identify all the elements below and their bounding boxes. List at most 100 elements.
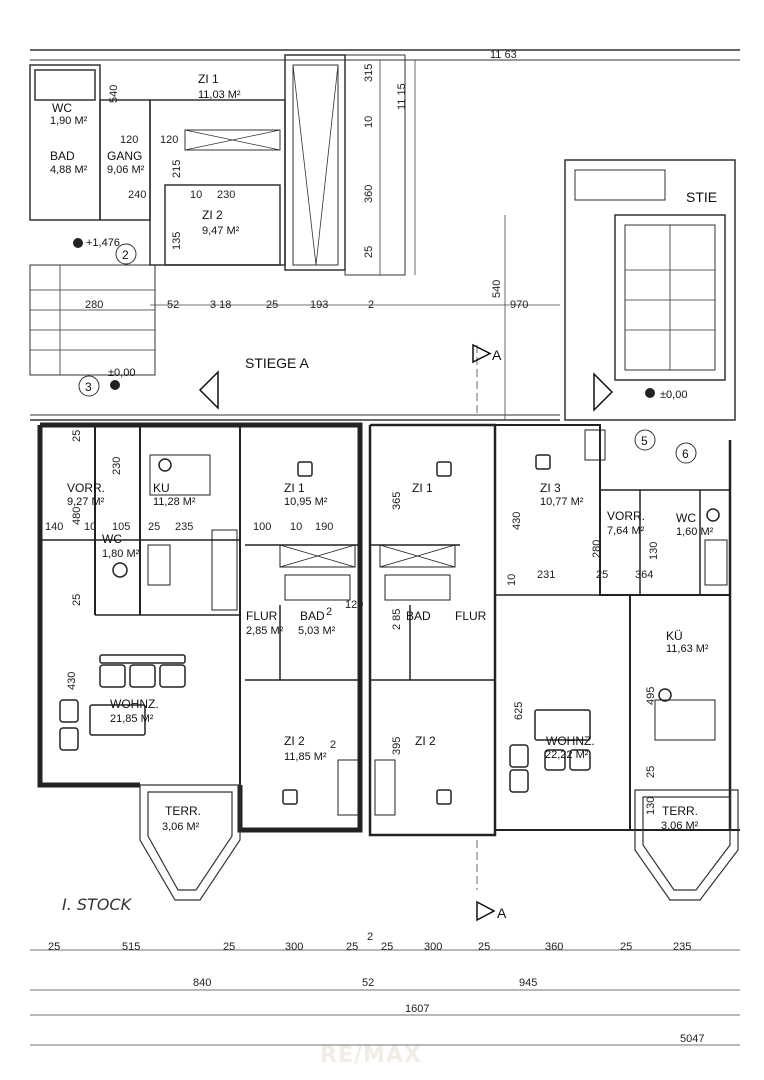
entrance-arrow-left xyxy=(198,370,219,410)
room-area: 11,03 M² xyxy=(198,89,241,101)
room-area: 22,22 M² xyxy=(545,749,589,761)
apartment-walls xyxy=(37,422,740,837)
svg-text:360: 360 xyxy=(545,941,563,953)
dimension-lines xyxy=(30,60,740,1046)
svg-text:100: 100 xyxy=(253,521,271,533)
room-area: 3,06 M² xyxy=(661,820,699,832)
level-mark-2: ±0,00 xyxy=(108,367,135,390)
room-area: 5,03 M² xyxy=(298,625,336,637)
svg-text:+1,476: +1,476 xyxy=(86,237,120,249)
svg-text:25: 25 xyxy=(71,430,83,442)
svg-text:25: 25 xyxy=(223,941,235,953)
svg-text:625: 625 xyxy=(513,702,525,720)
svg-text:10: 10 xyxy=(290,521,302,533)
svg-text:430: 430 xyxy=(66,672,78,690)
room-name: WC xyxy=(102,532,122,546)
svg-text:6: 6 xyxy=(682,447,689,461)
room-name: ZI 2 xyxy=(284,734,305,748)
svg-text:430: 430 xyxy=(511,512,523,530)
svg-text:315: 315 xyxy=(363,64,375,82)
room-area: 1,90 M² xyxy=(50,115,88,127)
room-name: VORR. xyxy=(607,509,645,523)
svg-text:3 18: 3 18 xyxy=(210,299,231,311)
room-name: WC xyxy=(676,511,696,525)
dimensions-left: 25 230 480 140 10 105 25 235 100 10 190 … xyxy=(45,430,363,751)
svg-text:25: 25 xyxy=(71,594,83,606)
svg-text:235: 235 xyxy=(175,521,193,533)
svg-text:2: 2 xyxy=(368,299,374,311)
svg-text:365: 365 xyxy=(391,492,403,510)
svg-text:360: 360 xyxy=(363,185,375,203)
svg-text:300: 300 xyxy=(424,941,442,953)
svg-text:280: 280 xyxy=(591,540,603,558)
svg-text:215: 215 xyxy=(171,160,183,178)
svg-text:10: 10 xyxy=(506,574,518,586)
svg-text:11 15: 11 15 xyxy=(396,83,408,110)
room-name: ZI 1 xyxy=(412,481,433,495)
svg-text:120: 120 xyxy=(120,134,138,146)
svg-text:2: 2 xyxy=(367,931,373,943)
room-area: 1,80 M² xyxy=(102,548,140,560)
stiege-partial-label: STIE xyxy=(686,189,717,205)
room-area: 9,27 M² xyxy=(67,496,105,508)
room-name: TERR. xyxy=(165,804,201,818)
svg-text:364: 364 xyxy=(635,569,653,581)
room-area: 11,63 M² xyxy=(666,643,709,655)
room-name: BAD xyxy=(406,609,431,623)
svg-text:25: 25 xyxy=(596,569,608,581)
svg-text:3: 3 xyxy=(85,380,92,394)
furniture xyxy=(59,454,720,805)
room-area: 10,95 M² xyxy=(284,496,328,508)
svg-text:±0,00: ±0,00 xyxy=(660,389,687,401)
marker-2: 2 xyxy=(115,243,137,265)
room-name: ZI 2 xyxy=(415,734,436,748)
room-area: 1,60 M² xyxy=(676,526,714,538)
svg-text:5: 5 xyxy=(641,434,648,448)
svg-text:540: 540 xyxy=(108,85,120,103)
room-name: ZI 1 xyxy=(198,72,219,86)
svg-text:120: 120 xyxy=(345,599,363,611)
svg-text:130: 130 xyxy=(648,542,660,560)
room-name: VORR. xyxy=(67,481,105,495)
section-marker-top: A xyxy=(472,343,502,364)
svg-text:140: 140 xyxy=(45,521,63,533)
marker-5: 5 xyxy=(634,429,656,451)
marker-6: 6 xyxy=(675,442,697,464)
svg-text:10: 10 xyxy=(363,116,375,128)
room-name: GANG xyxy=(107,149,142,163)
svg-text:135: 135 xyxy=(171,232,183,250)
room-name: BAD xyxy=(300,609,325,623)
room-name: ZI 3 xyxy=(540,481,561,495)
svg-text:480: 480 xyxy=(71,507,83,525)
svg-text:970: 970 xyxy=(510,299,528,311)
room-area: 9,06 M² xyxy=(107,164,145,176)
svg-text:5047: 5047 xyxy=(680,1033,704,1045)
entrance-arrow-right xyxy=(593,372,614,412)
room-name: ZI 1 xyxy=(284,481,305,495)
room-name: FLUR xyxy=(455,609,487,623)
svg-text:540: 540 xyxy=(491,280,503,298)
svg-text:11 63: 11 63 xyxy=(490,49,517,61)
svg-text:52: 52 xyxy=(167,299,179,311)
svg-text:240: 240 xyxy=(128,189,146,201)
room-name: WOHNZ. xyxy=(110,697,159,711)
watermark-text: RE/MAX xyxy=(320,1043,422,1068)
stiege-a-label: STIEGE A xyxy=(245,355,309,371)
floor-label: I. STOCK xyxy=(62,895,133,914)
svg-text:495: 495 xyxy=(645,687,657,705)
svg-text:25: 25 xyxy=(478,941,490,953)
svg-text:A: A xyxy=(492,347,502,363)
room-area: 9,47 M² xyxy=(202,225,240,237)
svg-text:25: 25 xyxy=(266,299,278,311)
room-name: FLUR xyxy=(246,609,278,623)
room-area: 4,88 M² xyxy=(50,164,88,176)
svg-text:230: 230 xyxy=(217,189,235,201)
svg-text:190: 190 xyxy=(315,521,333,533)
room-name: ZI 2 xyxy=(202,208,223,222)
svg-text:193: 193 xyxy=(310,299,328,311)
room-area: 7,64 M² xyxy=(607,525,645,537)
room-name: WC xyxy=(52,101,72,115)
room-area: 11,85 M² xyxy=(284,751,327,763)
svg-text:230: 230 xyxy=(111,457,123,475)
